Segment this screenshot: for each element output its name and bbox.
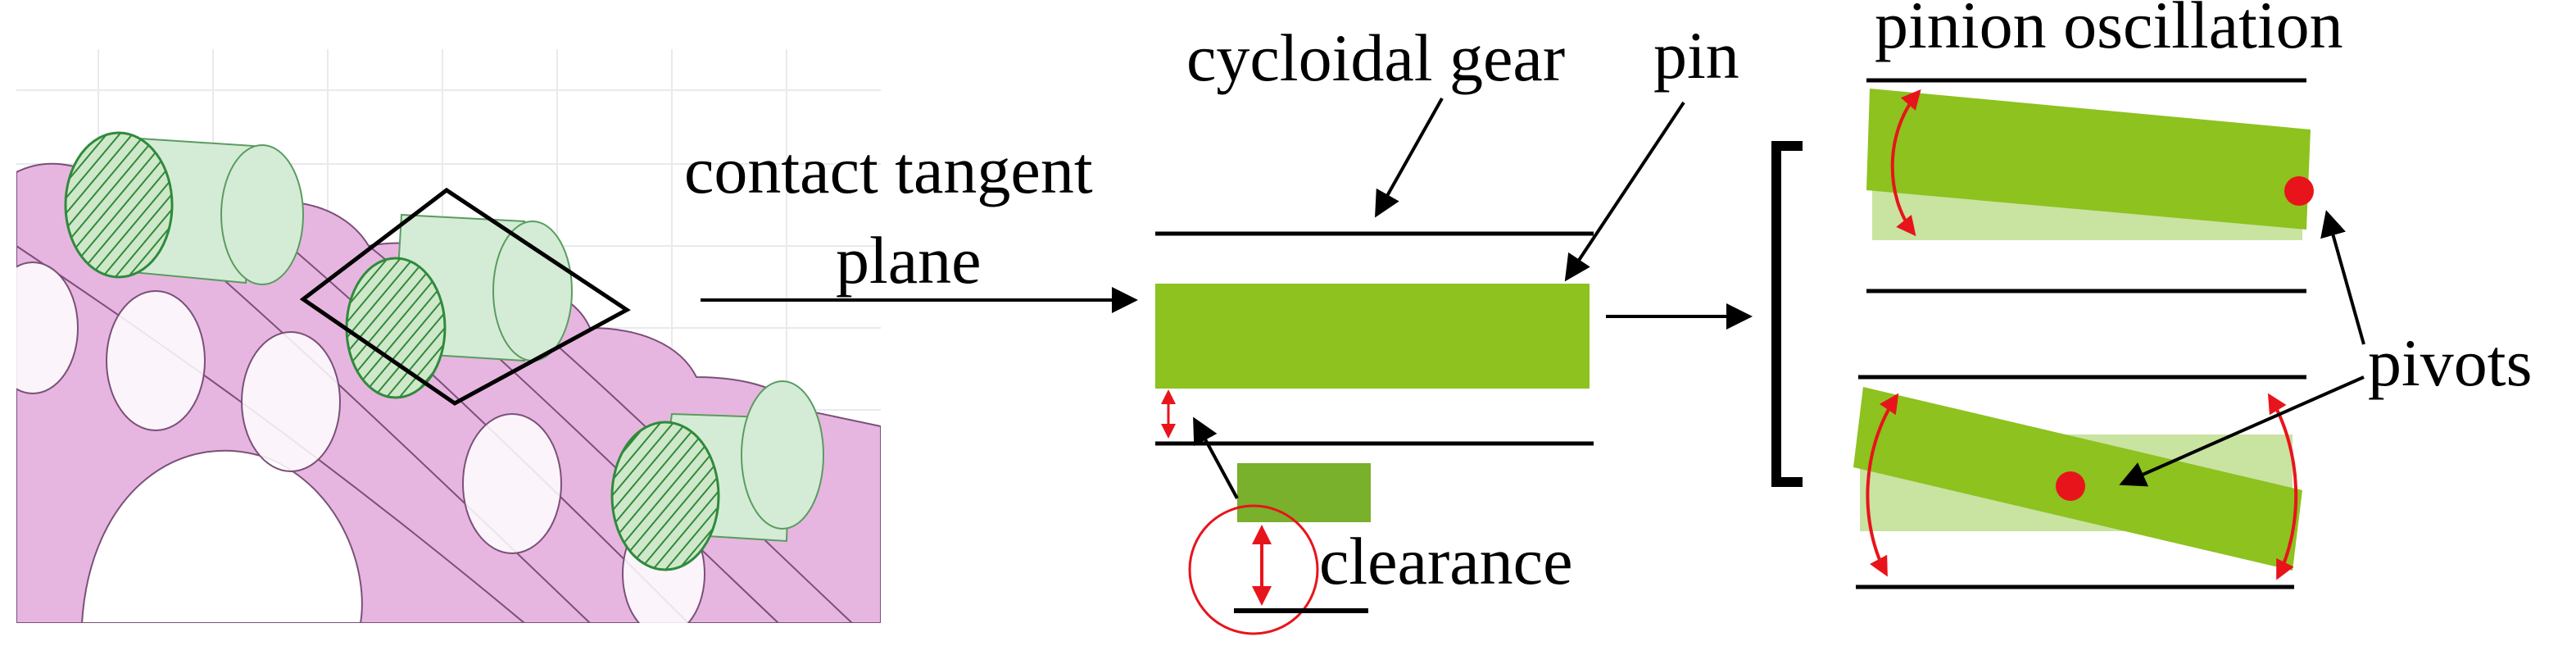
pin-section bbox=[1155, 284, 1590, 389]
pivot-dot bbox=[2284, 176, 2314, 206]
contact-tangent-plane-label: contact tangent plane bbox=[684, 133, 1093, 298]
pin-label-arrow bbox=[1564, 101, 1685, 282]
pivot-dot bbox=[2056, 471, 2085, 501]
pin-label: pin bbox=[1653, 18, 1739, 93]
pin-cylinder-1 bbox=[64, 131, 304, 285]
clearance-pin-detail bbox=[1237, 463, 1371, 522]
contact-plane-outline bbox=[299, 187, 631, 406]
pivot-arrow-lower bbox=[2119, 375, 2365, 487]
cad-view bbox=[16, 49, 881, 623]
zoom-arrow bbox=[1193, 416, 1239, 499]
clearance-label: clearance bbox=[1319, 524, 1572, 598]
svg-text:plane: plane bbox=[836, 223, 982, 298]
pinion-oscillation-label: pinion oscillation bbox=[1875, 0, 2343, 62]
pin-cylinder-2 bbox=[345, 213, 573, 399]
bracket-icon bbox=[1771, 141, 1803, 487]
pin-hole bbox=[241, 331, 341, 472]
pin-hole bbox=[462, 413, 562, 554]
oscillation-case-lower bbox=[1853, 375, 2306, 589]
oscillation-case-upper bbox=[1866, 78, 2314, 293]
svg-text:contact tangent: contact tangent bbox=[684, 133, 1093, 207]
clearance-zoom-circle bbox=[1188, 504, 1319, 635]
pivots-label: pivots bbox=[2368, 325, 2532, 400]
pivot-arrow-upper bbox=[2320, 210, 2365, 345]
pin-cylinder-3 bbox=[610, 380, 824, 571]
pin-hole bbox=[16, 262, 79, 394]
pin-hole bbox=[106, 290, 206, 431]
gear-label-arrow bbox=[1375, 98, 1444, 218]
cycloidal-gear-label: cycloidal gear bbox=[1186, 20, 1565, 95]
